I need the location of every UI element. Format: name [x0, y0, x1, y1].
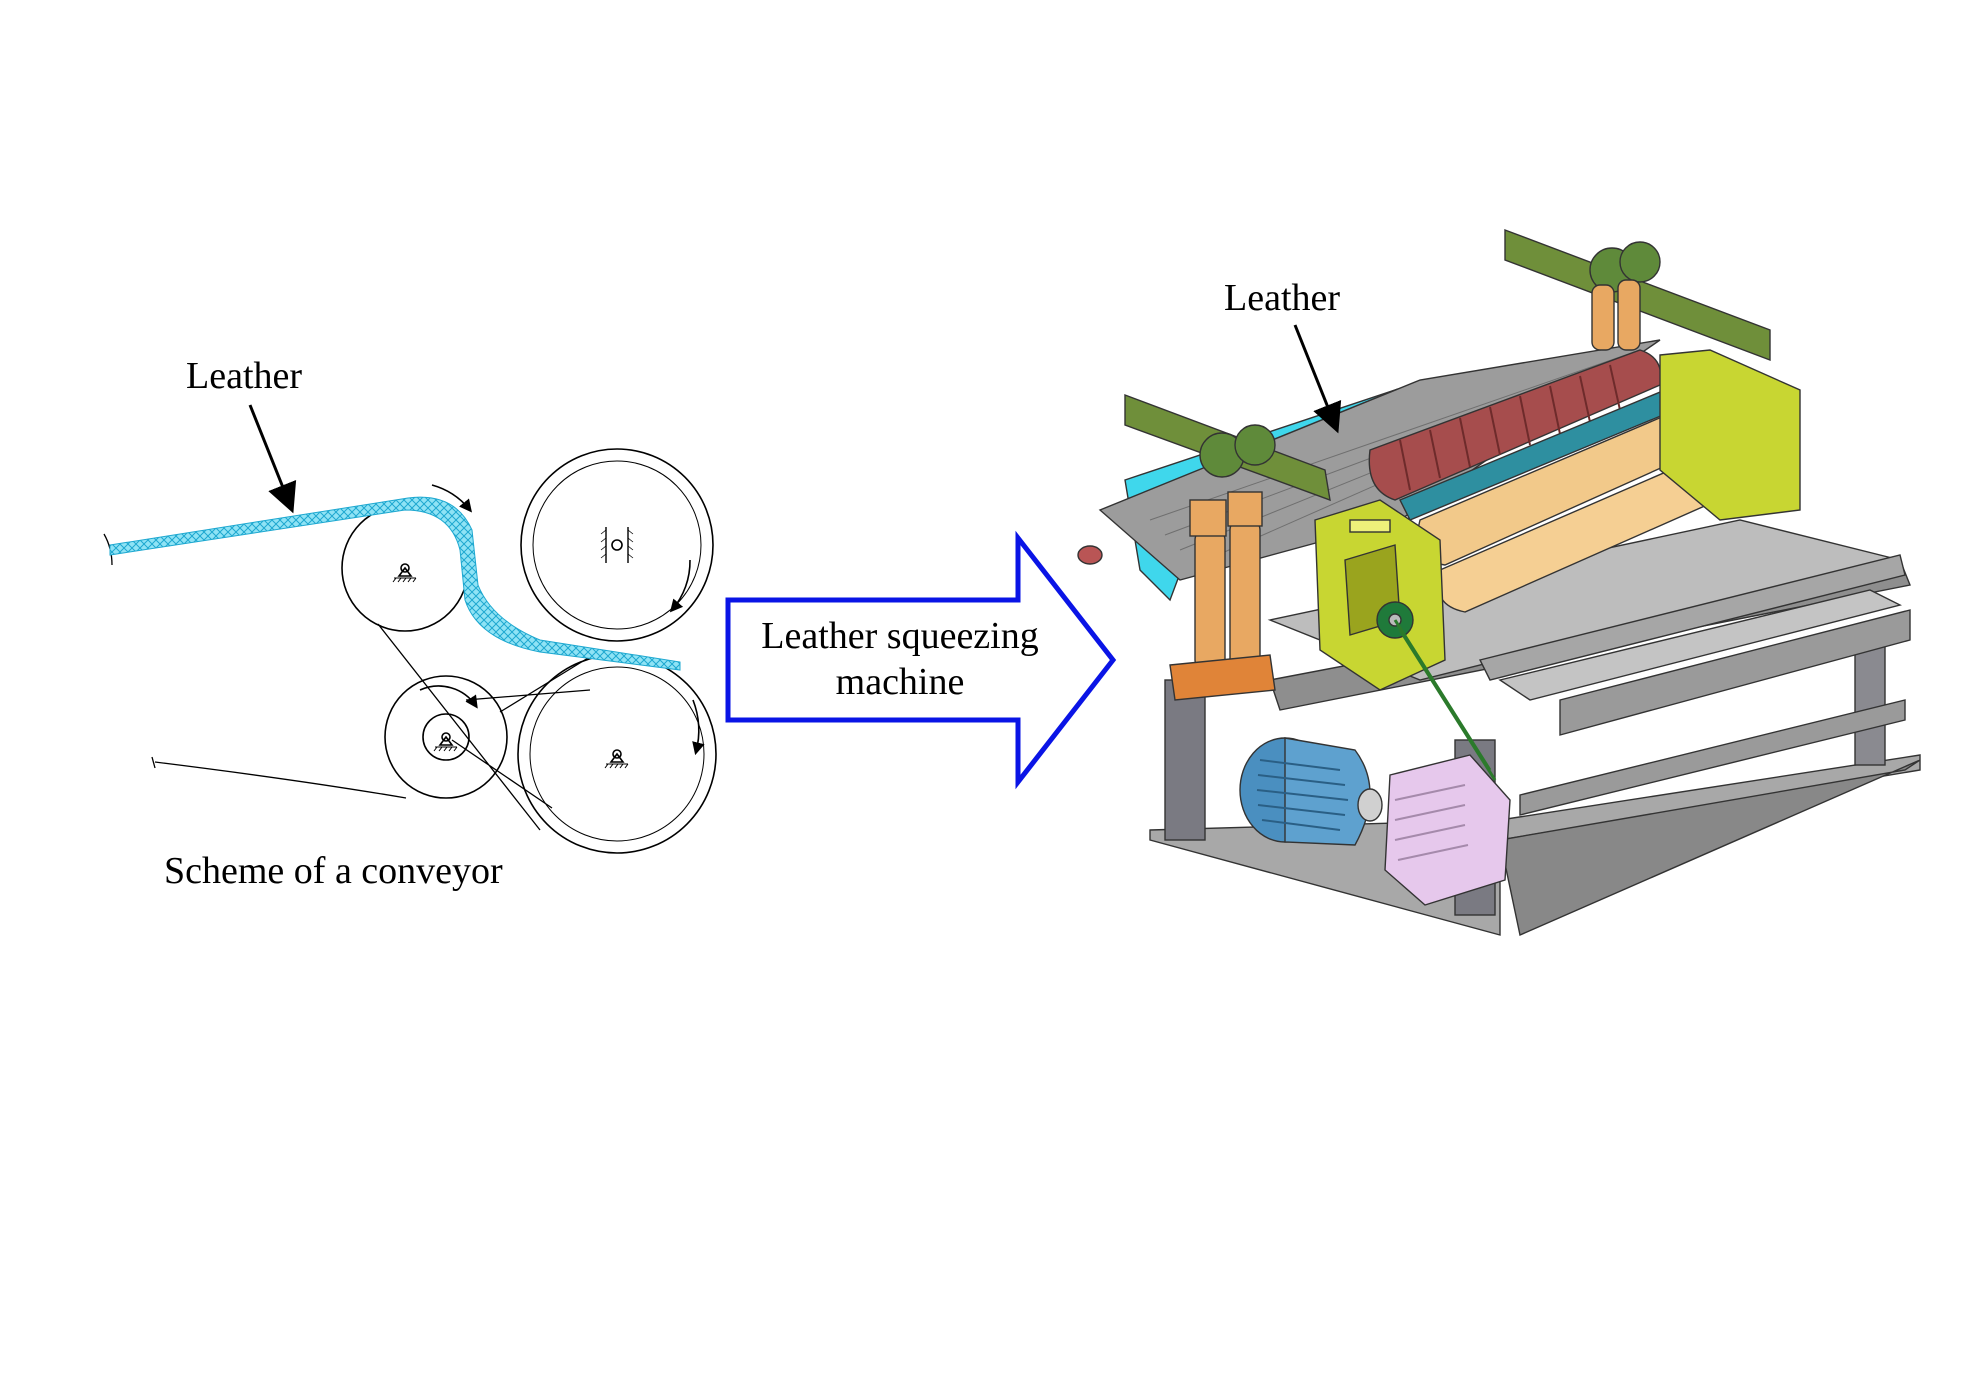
pneumatic-cylinder — [1591, 284, 1615, 351]
pivot-symbol — [433, 732, 458, 752]
upper-right-roller — [520, 448, 714, 642]
pneumatic-cylinder — [1617, 279, 1641, 351]
electric-motor — [1239, 737, 1383, 846]
squeezing-machine-illustration — [1077, 228, 1921, 936]
process-arrow-label-line1: Leather squeezing — [761, 615, 1039, 657]
leather-pointer-arrow — [248, 404, 297, 514]
pivot-symbol — [392, 563, 417, 583]
red-roller — [1368, 349, 1662, 501]
conveyor-scheme — [103, 448, 717, 854]
process-arrow-label: Leather squeezing machine — [740, 614, 1060, 705]
roller-housing — [1659, 349, 1801, 521]
frame-leg — [1164, 679, 1206, 841]
process-arrow — [725, 530, 1117, 790]
pneumatic-cylinder — [1194, 529, 1226, 671]
machine-leather-label: Leather — [1224, 277, 1341, 319]
leather-strip-scheme — [109, 496, 681, 671]
lower-small-pulley — [384, 675, 508, 799]
scheme-caption: Scheme of a conveyor — [164, 850, 503, 892]
leather-pointer-arrow — [1293, 324, 1342, 434]
pivot-symbol — [604, 749, 629, 769]
slider-guide-symbol — [600, 527, 634, 563]
gearbox — [1384, 754, 1511, 906]
process-arrow-label-line2: machine — [835, 660, 965, 703]
scheme-leather-label: Leather — [186, 355, 303, 397]
pneumatic-cylinder — [1229, 519, 1261, 671]
